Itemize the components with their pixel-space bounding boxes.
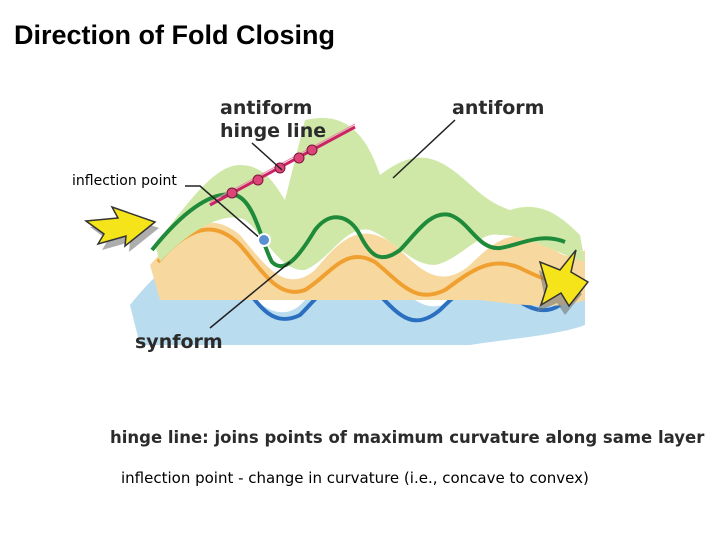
layer-middle: [150, 222, 585, 306]
synform-leader: [209, 261, 291, 329]
inflection-point-label: inflection point: [72, 173, 177, 189]
layer-middle-fill: [150, 222, 585, 306]
inflection-point-caption: inflection point - change in curvature (…: [121, 469, 589, 487]
antiform-right-label: antiform: [452, 97, 545, 119]
layer-top-fill: [155, 118, 585, 271]
hinge-point: [226, 187, 238, 199]
antiform-left-label: antiform: [220, 97, 313, 119]
slide-title: Direction of Fold Closing: [14, 20, 335, 50]
antiform-right-leader: [392, 119, 456, 179]
hinge-point: [252, 174, 264, 186]
layer-top-line: [150, 192, 566, 269]
antiform-left-leader: [251, 142, 283, 171]
layer-top: [150, 118, 585, 271]
hinge-line-caption: hinge line: joins points of maximum curv…: [110, 428, 705, 447]
hinge-point: [306, 144, 318, 156]
layer-middle-line: [156, 227, 571, 297]
compression-arrow-right-icon: [537, 249, 590, 315]
inflection-leader: [185, 185, 263, 241]
compression-arrow-left-icon: [83, 205, 159, 252]
hinge-point: [293, 152, 305, 164]
hinge-line-label: hinge line: [220, 120, 327, 142]
synform-label: synform: [135, 331, 223, 353]
inflection-point-marker: [257, 233, 271, 247]
